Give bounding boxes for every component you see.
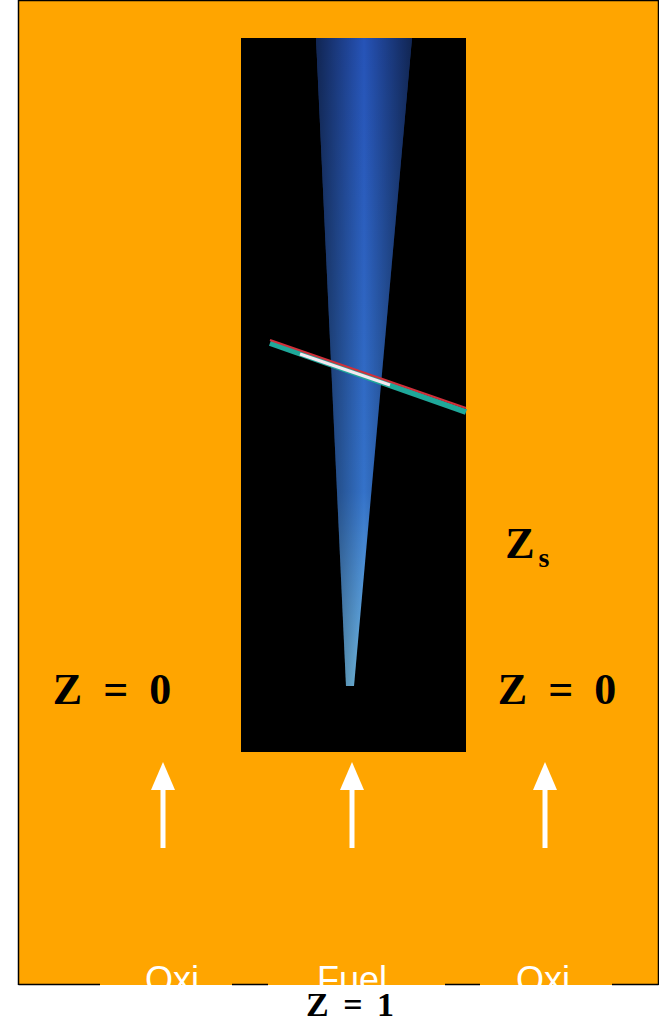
laser-sheet: [270, 343, 466, 412]
oxidizer-ground: [18, 0, 659, 985]
inlet-label: Oxi: [516, 962, 570, 998]
mixture-fraction-symbol: Z: [505, 522, 534, 566]
frame-border: [19, 1, 659, 986]
inlet-label: Oxi: [145, 962, 199, 998]
mixture-fraction-label: Z = 0: [498, 668, 616, 712]
mixture-fraction-label: Z = 0: [53, 668, 171, 712]
subscript: s: [539, 544, 550, 572]
laser-sheet-red: [270, 340, 466, 408]
spray-window: [241, 38, 466, 752]
inflow-arrows: [151, 762, 557, 848]
laser-sheet-core: [300, 354, 390, 385]
mixture-fraction-label: Z = 1: [306, 988, 394, 1022]
